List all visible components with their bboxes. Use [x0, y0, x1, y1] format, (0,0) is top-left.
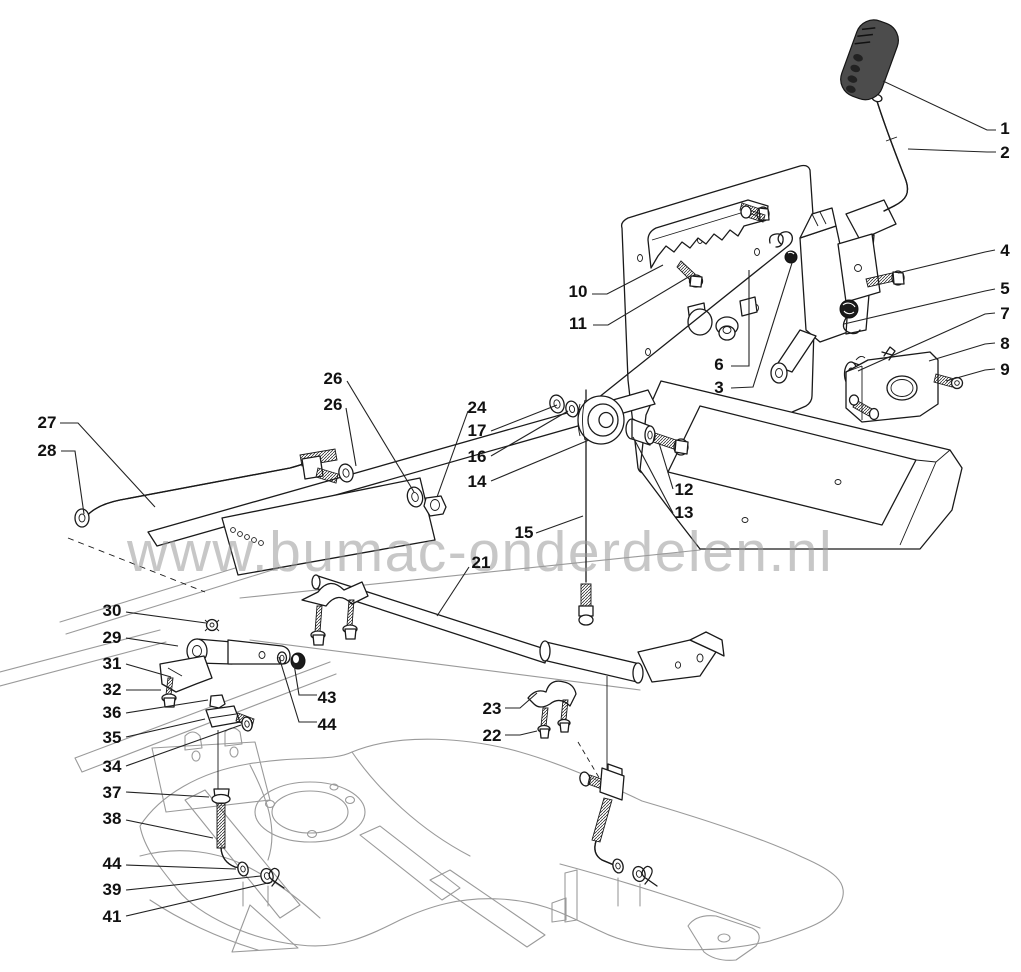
leader-lines — [60, 80, 996, 917]
hand-lever-assembly — [740, 199, 905, 384]
callout-5: 5 — [1000, 279, 1009, 298]
callout-37: 37 — [103, 783, 122, 802]
callout-12: 12 — [675, 480, 694, 499]
leader-line-12 — [658, 442, 674, 490]
callout-22: 22 — [483, 726, 502, 745]
shaft-clamp-bracket — [301, 581, 369, 646]
leader-line-16 — [490, 410, 569, 457]
leader-line-24 — [436, 410, 469, 498]
callout-10: 10 — [569, 282, 588, 301]
callout-28: 28 — [38, 441, 57, 460]
leader-line-37 — [125, 791, 210, 798]
lift-rod-left — [211, 788, 285, 889]
mower-deck-sketch — [139, 727, 844, 961]
callout-17: 17 — [468, 421, 487, 440]
callout-32: 32 — [103, 680, 122, 699]
callout-39: 39 — [103, 880, 122, 899]
callout-41: 41 — [103, 907, 122, 926]
callout-44b: 44 — [103, 854, 122, 873]
watermark: www.bumac-onderdelen.nl — [126, 520, 833, 584]
callout-26b: 26 — [324, 395, 343, 414]
leader-line-5 — [843, 288, 996, 325]
leader-line-7 — [857, 312, 996, 372]
leader-line-3 — [730, 262, 793, 389]
leader-line-31 — [125, 663, 172, 678]
callout-35: 35 — [103, 728, 122, 747]
leader-line-38 — [125, 819, 214, 839]
callout-43: 43 — [318, 688, 337, 707]
leader-line-23 — [505, 692, 538, 709]
leader-line-28 — [61, 450, 85, 515]
pulley-assembly — [549, 394, 689, 456]
callout-16: 16 — [468, 447, 487, 466]
leader-line-1 — [882, 80, 996, 131]
leader-line-17 — [490, 404, 558, 432]
leader-line-4 — [897, 249, 996, 274]
leader-line-22 — [505, 730, 538, 736]
leader-line-9 — [945, 368, 996, 382]
callout-9: 9 — [1000, 360, 1009, 379]
callout-14: 14 — [468, 472, 487, 491]
callout-4: 4 — [1000, 241, 1010, 260]
callout-44a: 44 — [318, 715, 337, 734]
chassis-side-rails — [0, 531, 701, 790]
leader-line-11 — [593, 275, 691, 326]
callout-31: 31 — [103, 654, 122, 673]
leader-line-27 — [60, 422, 156, 508]
callout-1: 1 — [1000, 119, 1009, 138]
leader-line-36 — [125, 699, 209, 714]
leader-line-43 — [293, 663, 317, 696]
support-bracket-8-9 — [845, 346, 964, 423]
callout-36: 36 — [103, 703, 122, 722]
leader-line-2 — [907, 148, 996, 153]
callout-29: 29 — [103, 628, 122, 647]
callout-24: 24 — [468, 398, 487, 417]
callout-7: 7 — [1000, 304, 1009, 323]
callout-13: 13 — [675, 503, 694, 522]
leader-line-39 — [125, 875, 262, 891]
leader-line-44a — [278, 656, 317, 723]
adjuster-35 — [205, 694, 255, 732]
callout-23: 23 — [483, 699, 502, 718]
callout-26a: 26 — [324, 369, 343, 388]
leader-line-35 — [125, 718, 206, 738]
callout-21: 21 — [472, 553, 491, 572]
leader-line-6 — [731, 270, 750, 367]
leader-line-29 — [125, 637, 179, 647]
lever-bracket-29 — [159, 618, 306, 708]
leader-line-13 — [632, 436, 674, 514]
leader-line-10 — [592, 264, 664, 295]
callout-8: 8 — [1000, 334, 1009, 353]
leader-line-26b — [345, 407, 357, 467]
callout-15: 15 — [515, 523, 534, 542]
support-bracket-23 — [527, 680, 577, 739]
callout-38: 38 — [103, 809, 122, 828]
callout-6: 6 — [714, 355, 723, 374]
cross-shaft — [311, 574, 725, 684]
leader-line-44b — [125, 864, 237, 870]
chassis-frame — [147, 380, 963, 576]
callout-34: 34 — [103, 757, 122, 776]
callout-30: 30 — [103, 601, 122, 620]
callout-11: 11 — [569, 314, 587, 333]
callout-27: 27 — [38, 413, 57, 432]
leader-line-26a — [346, 380, 415, 493]
lever-grip — [840, 19, 909, 212]
leader-line-30 — [125, 611, 207, 624]
callout-3: 3 — [714, 378, 723, 397]
leader-line-14 — [490, 439, 590, 482]
sector-screw-11 — [676, 260, 704, 288]
callout-2: 2 — [1000, 143, 1009, 162]
lift-rod-27 — [74, 448, 447, 528]
lift-cable — [578, 231, 794, 626]
leader-line-8 — [928, 342, 996, 362]
leader-line-41 — [125, 881, 273, 917]
leader-line-21 — [436, 566, 470, 617]
lift-rod-right — [579, 763, 658, 887]
leader-line-15 — [535, 515, 584, 534]
leader-line-34 — [125, 724, 242, 767]
